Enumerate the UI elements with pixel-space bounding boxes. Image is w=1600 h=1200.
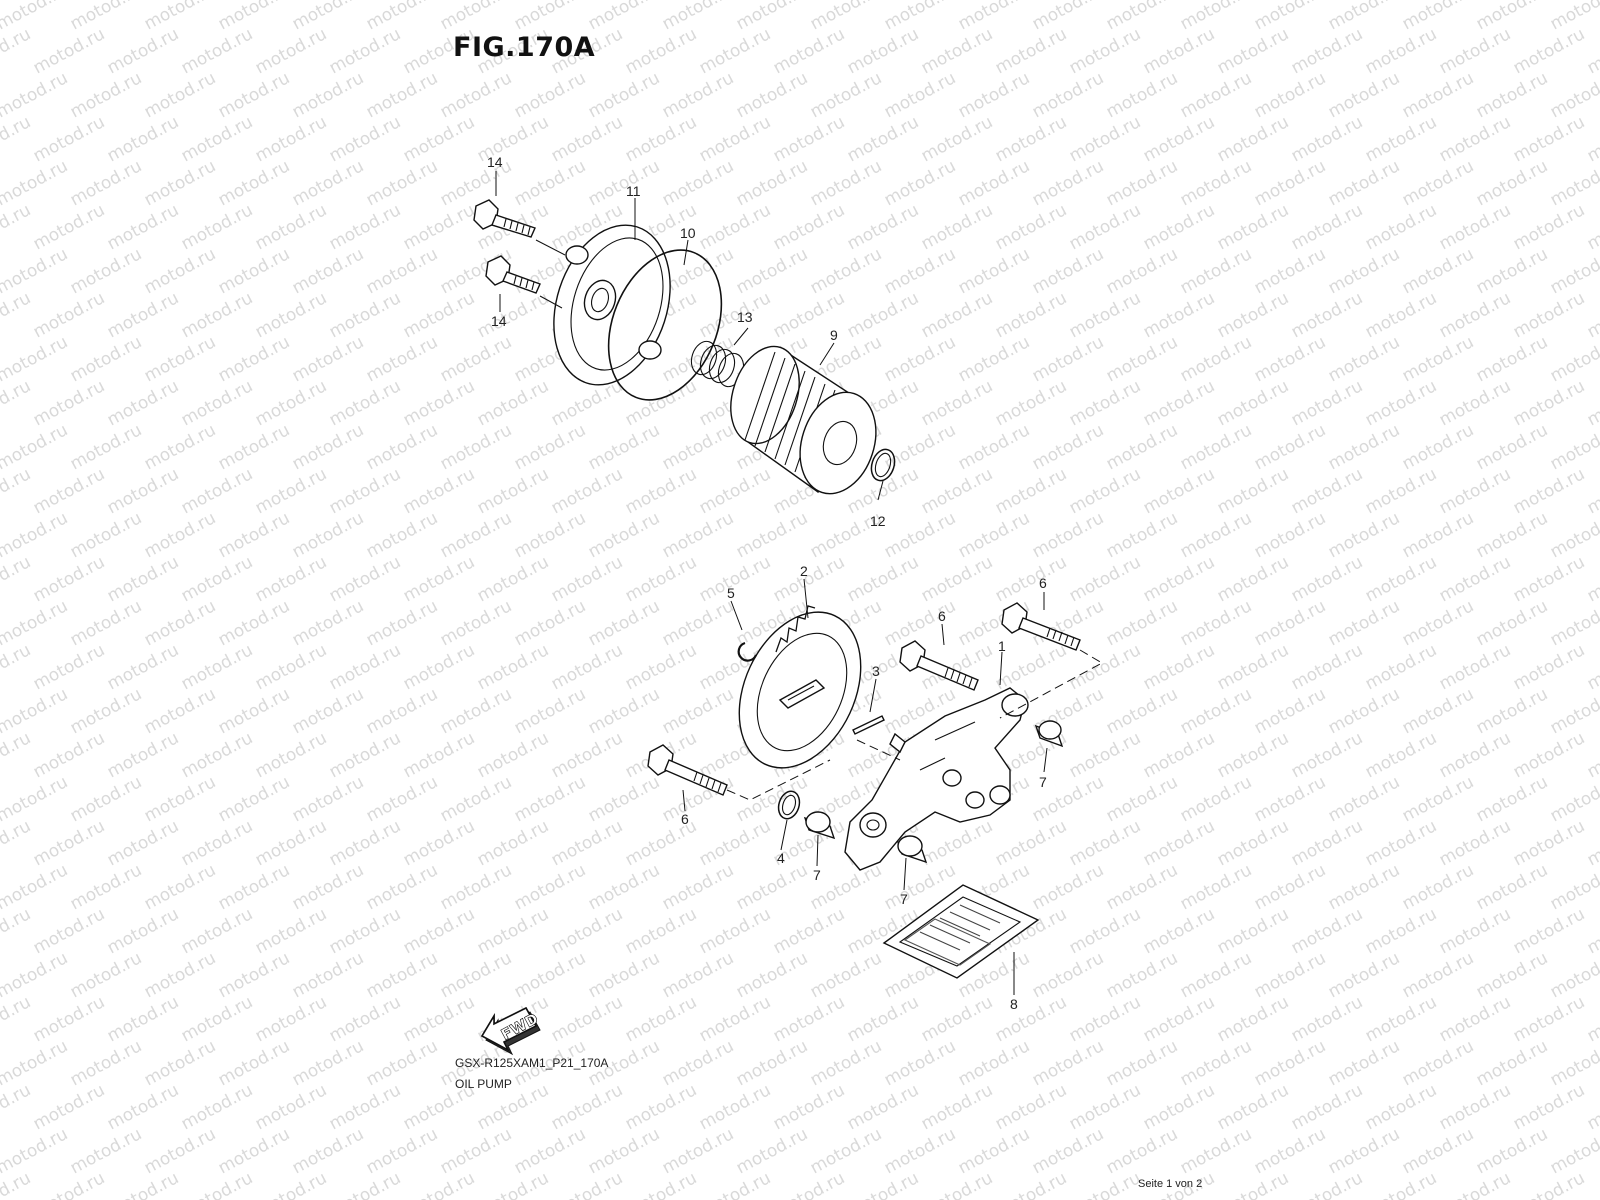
fwd-arrow-icon: FWD bbox=[480, 1006, 541, 1056]
callout-4: 4 bbox=[777, 850, 785, 866]
part-2-driven-gear[interactable] bbox=[715, 592, 884, 787]
part-7-dowel-bottom[interactable] bbox=[896, 835, 928, 864]
part-7-dowel-left[interactable] bbox=[803, 811, 836, 840]
callout-7-bottom: 7 bbox=[900, 891, 908, 907]
part-3-pin[interactable] bbox=[852, 715, 885, 735]
callout-14-lower: 14 bbox=[491, 313, 507, 329]
part-6-bolt-lower[interactable] bbox=[647, 744, 728, 796]
callout-5: 5 bbox=[727, 585, 735, 601]
callout-8: 8 bbox=[1010, 996, 1018, 1012]
callout-6-middle: 6 bbox=[938, 608, 946, 624]
part-1-oil-pump-body[interactable] bbox=[844, 687, 1029, 871]
diagram-code: GSX-R125XAM1_P21_170A bbox=[455, 1056, 609, 1070]
callout-6-lower: 6 bbox=[681, 811, 689, 827]
callout-10: 10 bbox=[680, 225, 696, 241]
callout-12: 12 bbox=[870, 513, 886, 529]
callout-7-right: 7 bbox=[1039, 774, 1047, 790]
callout-13: 13 bbox=[737, 309, 753, 325]
callout-1: 1 bbox=[998, 638, 1006, 654]
callout-3: 3 bbox=[872, 663, 880, 679]
callout-9: 9 bbox=[830, 327, 838, 343]
callout-6-top: 6 bbox=[1039, 575, 1047, 591]
part-4-o-ring[interactable] bbox=[775, 789, 803, 822]
callout-14-upper: 14 bbox=[487, 154, 503, 170]
callout-2: 2 bbox=[800, 563, 808, 579]
part-14-bolt-upper[interactable] bbox=[473, 199, 536, 238]
diagram-name: OIL PUMP bbox=[455, 1077, 512, 1091]
part-5-circlip[interactable] bbox=[737, 641, 758, 662]
part-6-bolt-middle[interactable] bbox=[899, 640, 979, 691]
callout-7-left: 7 bbox=[813, 867, 821, 883]
callout-11: 11 bbox=[626, 183, 641, 199]
part-14-bolt-lower[interactable] bbox=[485, 255, 541, 294]
part-9-oil-filter[interactable] bbox=[719, 338, 888, 504]
page-indicator: Seite 1 von 2 bbox=[1138, 1178, 1203, 1190]
part-6-bolt-top[interactable] bbox=[1001, 602, 1081, 651]
part-7-dowel-right[interactable] bbox=[1034, 720, 1064, 748]
